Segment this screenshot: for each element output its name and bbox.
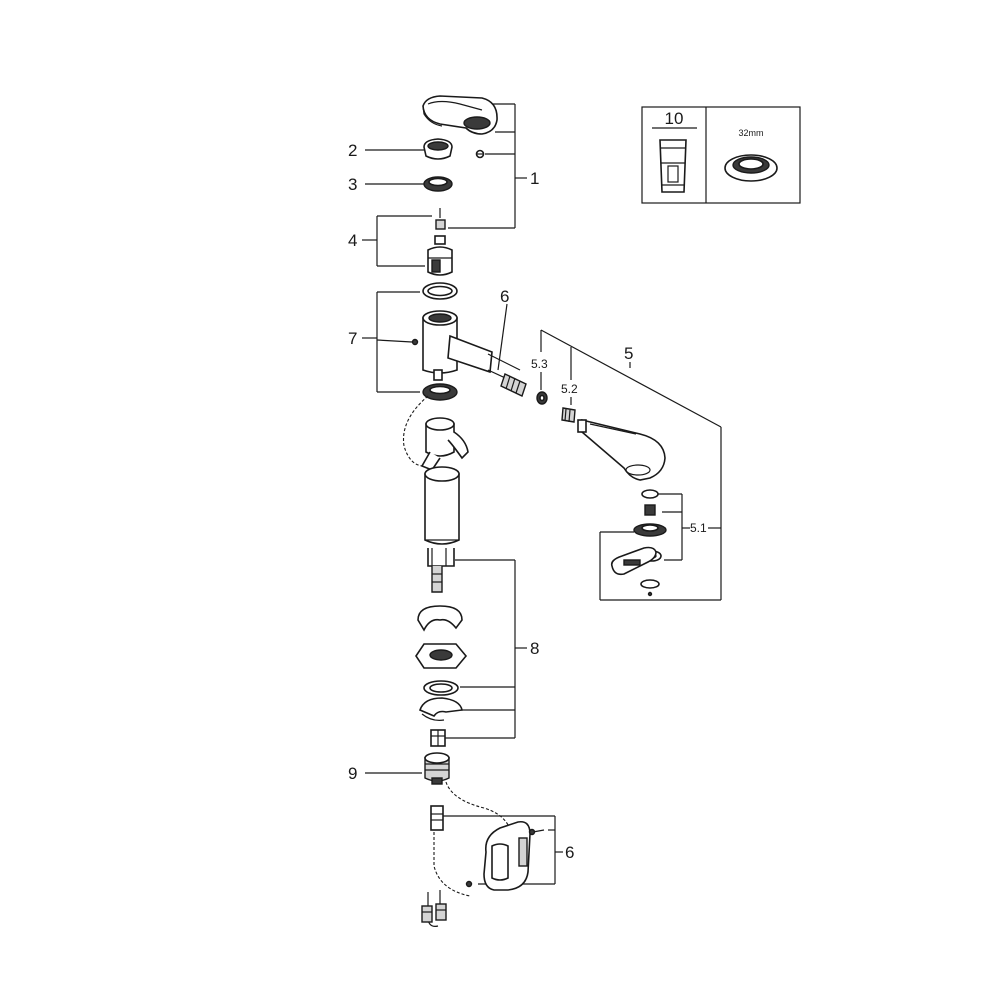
callout-10: 10 — [665, 109, 684, 128]
callout-7: 7 — [348, 329, 357, 348]
weight-screw-2 — [465, 880, 473, 888]
callout-1: 1 — [530, 169, 539, 188]
hose-adapter — [430, 805, 444, 831]
ring-part-3 — [423, 176, 453, 192]
o-ring-upper — [422, 282, 458, 300]
main-cylinder — [424, 466, 460, 593]
o-ring-lower — [422, 383, 458, 401]
hose-threaded-end — [500, 373, 527, 397]
callout-5: 5 — [624, 344, 633, 363]
cartridge-sleeve-drawing — [659, 139, 687, 193]
callout-2: 2 — [348, 141, 357, 160]
callout-6-top: 6 — [500, 287, 509, 306]
coupling-part-5-2 — [561, 407, 576, 423]
hose-lower-return — [433, 832, 471, 897]
callout-3: 3 — [348, 175, 357, 194]
body-set-screw — [411, 338, 419, 346]
horseshoe-washer — [419, 697, 463, 721]
threaded-coupler-part-9 — [424, 752, 450, 785]
mounting-plate — [415, 643, 468, 669]
callout-9: 9 — [348, 764, 357, 783]
cartridge-part-4 — [427, 235, 453, 276]
callout-lines — [362, 103, 722, 885]
split-washer — [417, 605, 463, 632]
callout-5-1: 5.1 — [690, 521, 707, 535]
dimension-label: 32mm — [738, 128, 763, 138]
supply-hoses — [421, 890, 447, 927]
callout-6-bottom: 6 — [565, 843, 574, 862]
nut-part-5-3 — [536, 391, 548, 405]
fixing-nut — [430, 729, 446, 747]
weight-screw-1 — [528, 828, 545, 836]
rubber-ring — [423, 680, 459, 696]
hose-lower — [445, 781, 513, 839]
spare-part-inset: 10 32mm — [641, 106, 801, 204]
spout-guide — [420, 417, 469, 471]
cap-part-2 — [423, 138, 453, 160]
callout-4: 4 — [348, 231, 357, 250]
spray-face-parts-5-1 — [610, 489, 667, 597]
hose-loop — [402, 395, 429, 467]
lever-handle — [422, 95, 498, 135]
nut-32mm-drawing — [724, 154, 778, 182]
tap-body — [422, 310, 521, 383]
pin-part-4 — [435, 208, 446, 230]
spray-head-part-5 — [577, 418, 666, 481]
handle-screw — [475, 149, 485, 159]
callout-5-3: 5.3 — [531, 357, 548, 371]
callout-5-2: 5.2 — [561, 382, 578, 396]
callout-8: 8 — [530, 639, 539, 658]
hose-weight — [483, 820, 531, 891]
